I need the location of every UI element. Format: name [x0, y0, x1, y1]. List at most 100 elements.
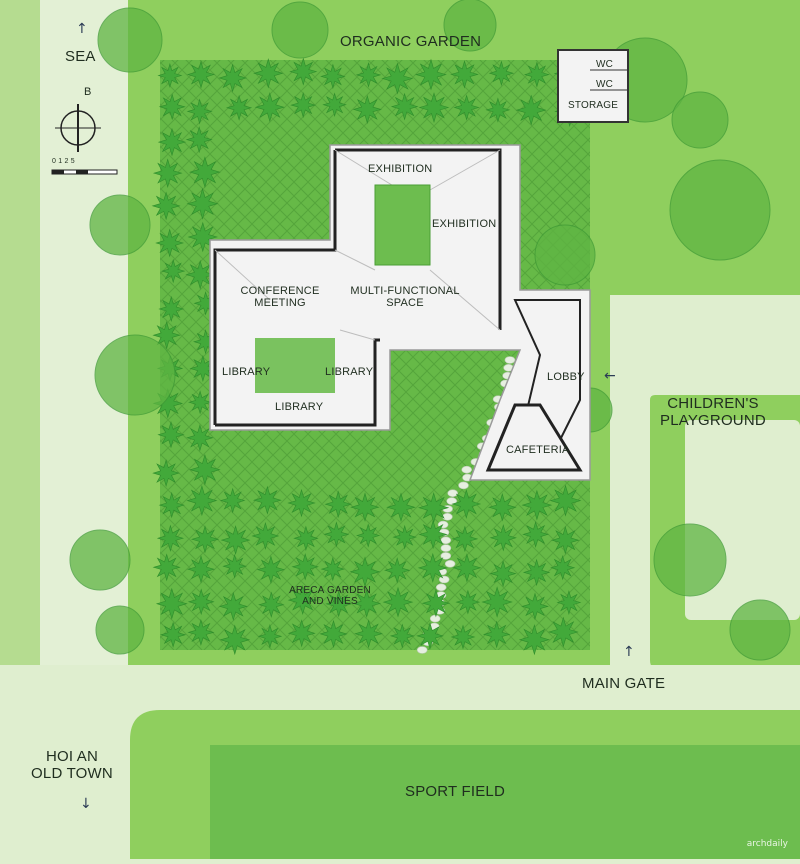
areca-palm	[189, 355, 217, 382]
areca-palm	[287, 585, 318, 615]
areca-palm	[152, 320, 181, 350]
areca-palm	[219, 624, 251, 656]
areca-palm	[350, 492, 380, 522]
areca-palm	[390, 92, 419, 121]
areca-palm	[258, 591, 285, 618]
areca-palm	[349, 556, 381, 588]
canopy-tree	[729, 599, 791, 661]
areca-palm	[254, 92, 285, 123]
areca-palm	[186, 187, 219, 220]
canopy-tree	[669, 159, 771, 261]
areca-palm	[256, 555, 286, 584]
areca-palm	[187, 618, 215, 646]
label-conference: CONFERENCE MEETING	[238, 285, 322, 309]
areca-palm	[188, 390, 213, 415]
canopy-tree	[97, 7, 163, 73]
areca-palm	[481, 586, 513, 618]
canopy-tree	[653, 523, 727, 597]
label-scale: 0 1 2 5	[52, 158, 75, 165]
areca-palm	[549, 484, 582, 517]
areca-palm	[488, 493, 517, 522]
areca-palm	[421, 589, 451, 618]
areca-palm	[152, 158, 183, 188]
label-library-bottom: LIBRARY	[275, 401, 324, 413]
label-north: B	[84, 86, 92, 98]
areca-palm	[521, 592, 549, 621]
areca-palm	[186, 485, 218, 517]
areca-palm	[550, 555, 576, 581]
areca-palm	[220, 525, 251, 555]
label-library-mid: LIBRARY	[325, 366, 374, 378]
areca-palm	[252, 485, 282, 515]
areca-palm	[381, 62, 414, 95]
areca-palm	[386, 492, 416, 523]
areca-palm	[418, 92, 450, 123]
areca-palm	[418, 492, 450, 524]
label-areca-line2: AND VINES	[302, 596, 358, 607]
areca-palm	[452, 553, 482, 583]
areca-palm	[551, 525, 580, 555]
areca-palm	[453, 94, 480, 121]
areca-palm	[489, 524, 517, 552]
areca-palm	[257, 624, 283, 649]
areca-palm	[290, 92, 317, 119]
areca-palm	[158, 491, 185, 519]
exhibition-court	[374, 184, 431, 266]
label-childrens-playground: CHILDREN'S PLAYGROUND	[660, 395, 766, 429]
areca-palm	[186, 98, 213, 125]
areca-palm	[157, 421, 185, 449]
areca-palm	[416, 622, 444, 650]
areca-palm	[185, 126, 213, 154]
canopy-tree	[671, 91, 729, 149]
areca-palm	[251, 522, 280, 550]
label-areca-line1: ARECA GARDEN	[289, 585, 371, 596]
canopy-tree	[95, 605, 145, 655]
label-lobby: LOBBY	[547, 371, 585, 383]
areca-palm	[522, 558, 551, 587]
utility-outline	[557, 49, 629, 123]
areca-palm	[319, 619, 348, 649]
label-wc-1: WC	[596, 59, 614, 70]
areca-palm	[418, 519, 448, 550]
areca-palm	[219, 487, 246, 514]
areca-palm	[190, 525, 220, 554]
areca-palm	[352, 94, 382, 125]
areca-palm	[323, 521, 350, 548]
areca-palm	[218, 63, 248, 93]
areca-palm	[189, 453, 221, 486]
main-building	[209, 144, 591, 481]
canopy-tree	[271, 1, 329, 59]
areca-palm	[547, 616, 579, 648]
areca-palm	[187, 588, 215, 616]
stepping-stone	[461, 465, 473, 474]
areca-palm	[186, 555, 216, 584]
label-multi-line2: SPACE	[386, 297, 424, 309]
areca-palm	[222, 553, 247, 579]
hoi-an-arrow-icon: ↓	[80, 796, 92, 812]
building-floor	[209, 144, 591, 481]
stepping-stone	[458, 481, 469, 490]
areca-palm	[160, 621, 187, 648]
areca-palm	[186, 424, 214, 452]
areca-palm	[151, 191, 181, 221]
stepping-stone	[440, 544, 452, 552]
areca-palm	[287, 619, 316, 648]
areca-palm	[157, 62, 183, 88]
areca-palm	[450, 624, 476, 650]
label-library-left: LIBRARY	[222, 366, 271, 378]
areca-palm	[320, 63, 346, 90]
stepping-stone	[442, 512, 453, 521]
areca-palm	[152, 553, 181, 582]
north-arrow	[55, 104, 101, 152]
areca-palm	[392, 524, 417, 550]
areca-palm	[518, 624, 550, 656]
library-court	[255, 338, 335, 393]
areca-palm	[355, 62, 382, 88]
areca-palm	[289, 57, 318, 86]
areca-palm	[291, 553, 319, 581]
stepping-stone	[446, 497, 458, 505]
areca-palm	[226, 94, 253, 121]
label-hoi-an-line2: OLD TOWN	[31, 765, 113, 782]
